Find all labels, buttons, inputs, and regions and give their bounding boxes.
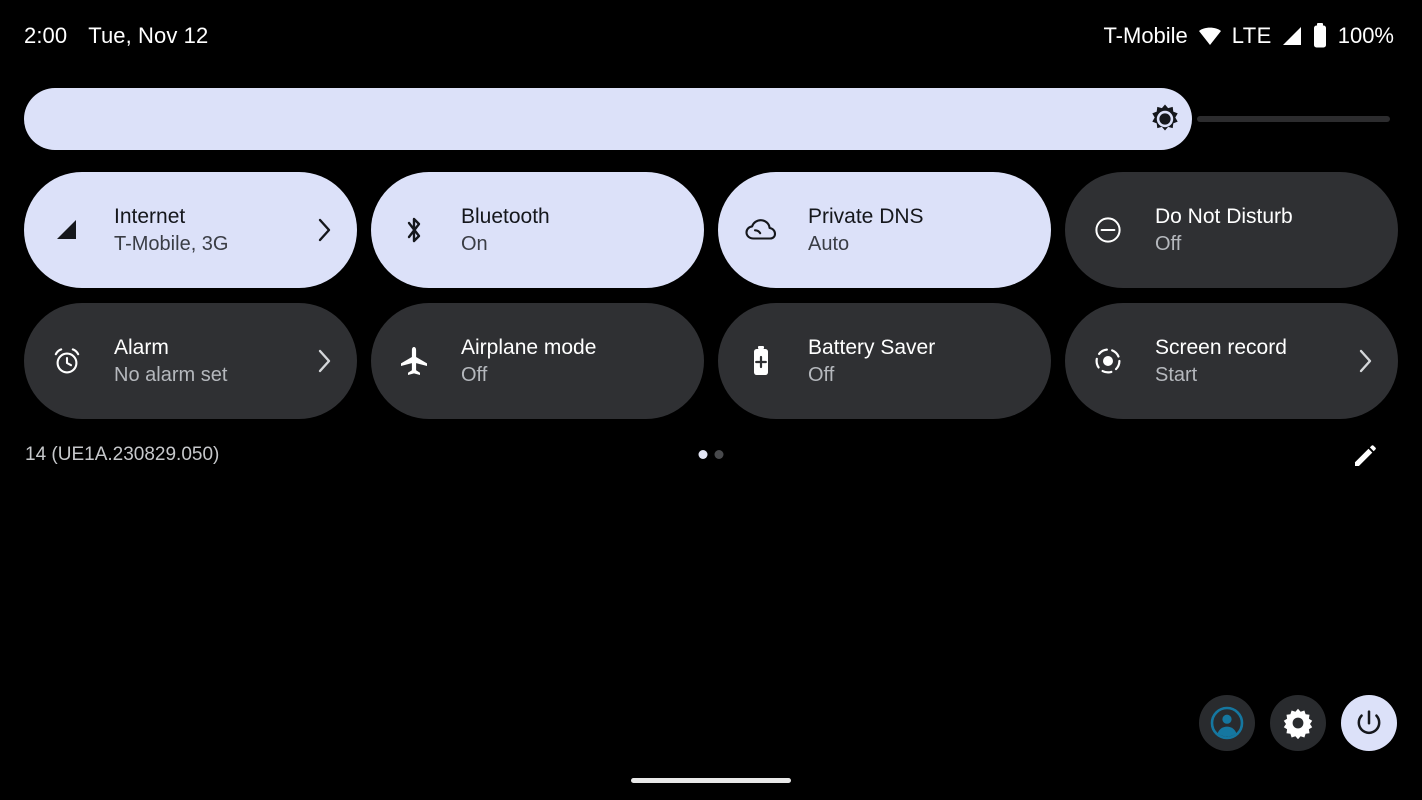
tile-airplane-mode-title: Airplane mode (461, 336, 597, 359)
alarm-clock-icon (50, 344, 84, 378)
status-battery-percent: 100% (1337, 23, 1394, 48)
power-button[interactable] (1341, 695, 1397, 751)
status-carrier-label: T-Mobile (1103, 23, 1188, 48)
tile-private-dns-title: Private DNS (808, 205, 924, 228)
battery-saver-icon (744, 344, 778, 378)
status-bar-right: T-Mobile LTE 100% (1103, 23, 1398, 49)
gear-icon (1283, 708, 1313, 739)
tile-private-dns[interactable]: Private DNS Auto (718, 172, 1051, 288)
page-indicator-dots (698, 450, 724, 459)
tile-bluetooth-title: Bluetooth (461, 205, 550, 228)
tile-bluetooth[interactable]: Bluetooth On (371, 172, 704, 288)
settings-button[interactable] (1270, 695, 1326, 751)
wifi-icon (1197, 25, 1223, 47)
quick-settings-footer: 14 (UE1A.230829.050) (0, 440, 1422, 474)
tile-private-dns-text: Private DNS Auto (808, 204, 999, 256)
brightness-slider-fill[interactable] (24, 88, 1192, 150)
tile-do-not-disturb-title: Do Not Disturb (1155, 205, 1293, 228)
cell-signal-icon (50, 213, 84, 247)
tile-screen-record-text: Screen record Start (1155, 335, 1346, 387)
tile-do-not-disturb-text: Do Not Disturb Off (1155, 204, 1346, 256)
tile-screen-record[interactable]: Screen record Start (1065, 303, 1398, 419)
tile-alarm-title: Alarm (114, 336, 169, 359)
tile-screen-record-subtitle: Start (1155, 364, 1198, 386)
tile-do-not-disturb[interactable]: Do Not Disturb Off (1065, 172, 1398, 288)
tile-do-not-disturb-subtitle: Off (1155, 233, 1182, 255)
tile-battery-saver-text: Battery Saver Off (808, 335, 999, 387)
chevron-right-icon[interactable] (313, 217, 335, 243)
cloud-icon (744, 213, 778, 247)
bluetooth-icon (397, 213, 431, 247)
status-network-type-label: LTE (1231, 23, 1272, 48)
quick-settings-tiles: Internet T-Mobile, 3G Bluetooth On Priv (24, 172, 1398, 419)
status-date: Tue, Nov 12 (88, 23, 209, 48)
home-gesture-indicator[interactable] (631, 778, 791, 783)
user-switch-button[interactable] (1199, 695, 1255, 751)
edit-tiles-button[interactable] (1351, 440, 1381, 470)
page-dot-2[interactable] (714, 450, 724, 459)
chevron-right-icon[interactable] (313, 348, 335, 374)
tile-internet-subtitle: T-Mobile, 3G (114, 233, 229, 255)
tile-bluetooth-subtitle: On (461, 233, 488, 255)
cell-signal-icon (1281, 25, 1303, 47)
status-bar-left: 2:00 Tue, Nov 12 (24, 23, 208, 49)
airplane-icon (397, 344, 431, 378)
battery-full-icon (1312, 23, 1328, 49)
tile-alarm-text: Alarm No alarm set (114, 335, 305, 387)
brightness-slider[interactable] (24, 88, 1398, 150)
brightness-icon (1149, 103, 1181, 135)
tile-bluetooth-text: Bluetooth On (461, 204, 652, 256)
status-bar: 2:00 Tue, Nov 12 T-Mobile LTE 100% (0, 0, 1422, 72)
tile-battery-saver-subtitle: Off (808, 364, 835, 386)
pencil-edit-icon (1355, 445, 1376, 466)
tile-screen-record-title: Screen record (1155, 336, 1287, 359)
brightness-slider-track[interactable] (1197, 116, 1390, 122)
tile-internet-title: Internet (114, 205, 186, 228)
tile-alarm-subtitle: No alarm set (114, 364, 228, 386)
do-not-disturb-icon (1091, 213, 1125, 247)
tile-private-dns-subtitle: Auto (808, 233, 850, 255)
tile-battery-saver-title: Battery Saver (808, 336, 936, 359)
power-icon (1357, 710, 1381, 735)
tile-airplane-mode-text: Airplane mode Off (461, 335, 652, 387)
account-circle-icon (1210, 706, 1244, 740)
tile-airplane-mode-subtitle: Off (461, 364, 488, 386)
tile-internet-text: Internet T-Mobile, 3G (114, 204, 305, 256)
tile-battery-saver[interactable]: Battery Saver Off (718, 303, 1051, 419)
bottom-action-buttons (1199, 695, 1397, 751)
screen-record-icon (1091, 344, 1125, 378)
tile-internet[interactable]: Internet T-Mobile, 3G (24, 172, 357, 288)
build-version-label: 14 (UE1A.230829.050) (25, 444, 220, 465)
tile-airplane-mode[interactable]: Airplane mode Off (371, 303, 704, 419)
chevron-right-icon[interactable] (1354, 348, 1376, 374)
status-clock: 2:00 (24, 23, 68, 48)
page-dot-1[interactable] (698, 450, 708, 459)
tile-alarm[interactable]: Alarm No alarm set (24, 303, 357, 419)
